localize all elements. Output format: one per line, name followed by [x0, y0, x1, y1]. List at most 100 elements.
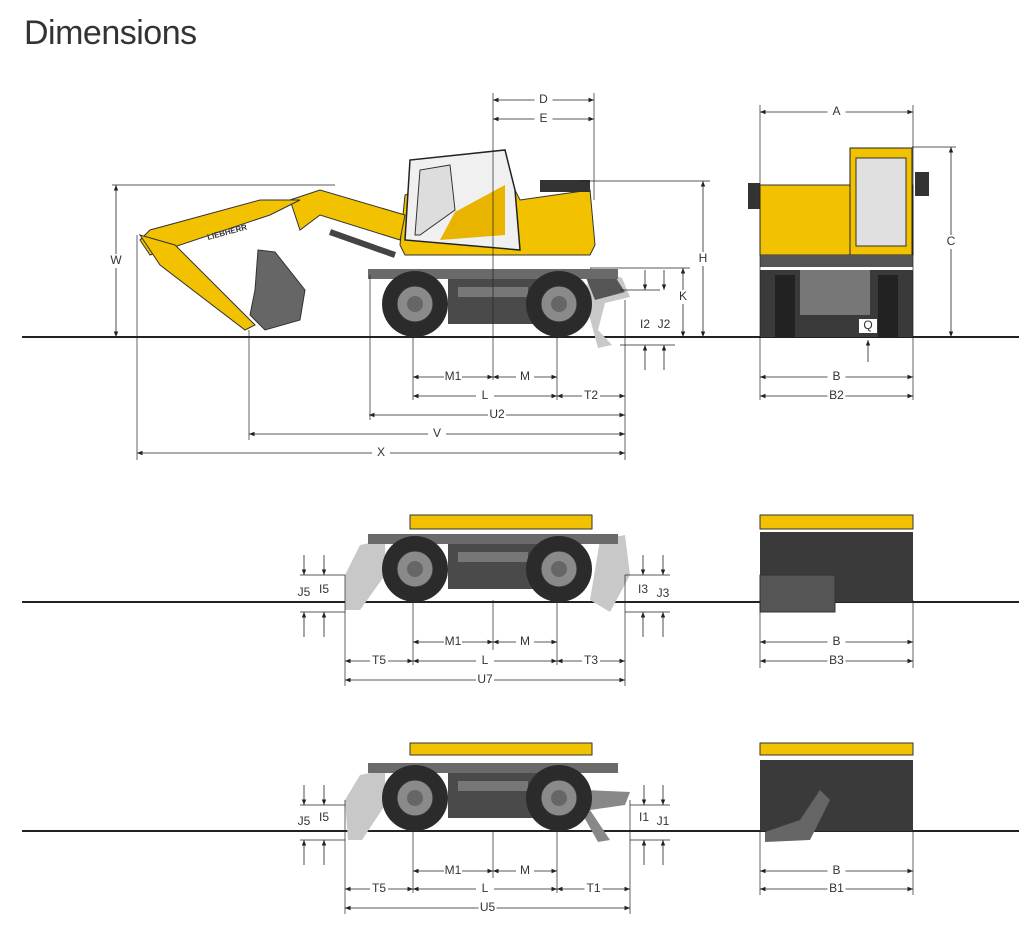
excavator-front-view	[748, 147, 929, 337]
label-bg	[827, 864, 846, 878]
dim-label-v: V	[433, 426, 441, 440]
label-bg	[295, 586, 313, 600]
dim-label-m: M	[520, 863, 530, 877]
label-bg	[444, 635, 462, 649]
label-bg	[107, 254, 125, 268]
label-bg	[516, 635, 534, 649]
dim-label-m: M	[520, 369, 530, 383]
dim-label-t5: T5	[372, 653, 386, 667]
label-bg	[516, 370, 534, 384]
label-bg	[295, 815, 313, 829]
label-bg	[444, 864, 462, 878]
dim-label-j2: J2	[658, 317, 671, 331]
dim-label-x: X	[377, 445, 385, 459]
label-bg	[315, 583, 333, 597]
label-bg	[315, 811, 333, 825]
label-bg	[655, 318, 673, 332]
label-bg	[370, 882, 388, 896]
dim-label-h: H	[699, 251, 708, 265]
label-bg	[654, 587, 672, 601]
dim-label-m1: M1	[445, 863, 462, 877]
dim-label-k: K	[679, 289, 687, 303]
label-bg	[694, 252, 712, 266]
dim-label-j3: J3	[657, 586, 670, 600]
dim-label-i5: I5	[319, 810, 329, 824]
carrier-front-view-3	[759, 742, 914, 842]
label-bg	[634, 583, 652, 597]
dim-label-q: Q	[863, 318, 872, 332]
dim-label-m: M	[520, 634, 530, 648]
label-bg	[827, 370, 846, 384]
label-bg	[636, 318, 654, 332]
label-bg	[654, 815, 672, 829]
dim-label-i1: I1	[639, 810, 649, 824]
label-bg	[827, 389, 846, 403]
dim-label-a: A	[832, 104, 840, 118]
boom	[289, 189, 406, 241]
dim-label-t2: T2	[584, 388, 598, 402]
label-bg	[478, 901, 497, 915]
dim-label-c: C	[947, 234, 956, 248]
dim-label-b: B	[832, 634, 840, 648]
dim-label-e: E	[539, 111, 547, 125]
dim-label-i2: I2	[640, 317, 650, 331]
dim-label-j5: J5	[298, 814, 311, 828]
label-bg	[635, 811, 653, 825]
dim-label-t1: T1	[586, 881, 600, 895]
label-bg	[827, 105, 846, 119]
dim-label-l: L	[482, 881, 489, 895]
dim-label-b3: B3	[829, 653, 844, 667]
dim-label-b: B	[832, 369, 840, 383]
dim-label-j1: J1	[657, 814, 670, 828]
dim-label-i3: I3	[638, 582, 648, 596]
dim-label-d: D	[539, 92, 548, 106]
label-bg	[827, 635, 846, 649]
dim-label-t3: T3	[584, 653, 598, 667]
page-title: Dimensions	[24, 14, 197, 52]
dim-label-b1: B1	[829, 881, 844, 895]
dim-label-l: L	[482, 653, 489, 667]
label-bg	[582, 654, 600, 668]
dim-label-u7: U7	[477, 672, 493, 686]
label-bg	[428, 427, 446, 441]
label-bg	[942, 235, 960, 249]
dim-label-m1: M1	[445, 369, 462, 383]
arm	[138, 234, 256, 331]
carrier-side-view-3	[345, 742, 630, 842]
label-bg	[476, 389, 494, 403]
label-bg	[534, 93, 553, 107]
label-bg	[476, 654, 494, 668]
extension-lines	[112, 93, 956, 914]
label-bg	[444, 370, 462, 384]
label-bg	[370, 654, 388, 668]
dim-label-w: W	[110, 253, 122, 267]
carrier-front-view-2	[759, 514, 914, 613]
dim-label-t5: T5	[372, 881, 386, 895]
label-bg	[674, 290, 692, 304]
dim-label-l: L	[482, 388, 489, 402]
label-bg	[534, 112, 553, 126]
dim-label-b2: B2	[829, 388, 844, 402]
label-bg	[476, 673, 494, 687]
label-bg	[859, 319, 877, 333]
dim-label-b: B	[832, 863, 840, 877]
carrier-side-view-2	[345, 514, 630, 612]
dim-label-i5: I5	[319, 582, 329, 596]
label-bg	[488, 408, 506, 422]
dim-label-u5: U5	[480, 900, 496, 914]
label-bg	[827, 654, 846, 668]
label-bg	[582, 389, 600, 403]
dim-label-u2: U2	[489, 407, 505, 421]
stick	[139, 199, 301, 256]
label-bg	[584, 882, 603, 896]
label-bg	[516, 864, 534, 878]
label-bg	[827, 882, 846, 896]
dim-label-m1: M1	[445, 634, 462, 648]
dim-label-j5: J5	[298, 585, 311, 599]
label-bg	[476, 882, 494, 896]
excavator-side-view: LIEBHERR	[138, 149, 630, 348]
bucket	[249, 249, 306, 331]
